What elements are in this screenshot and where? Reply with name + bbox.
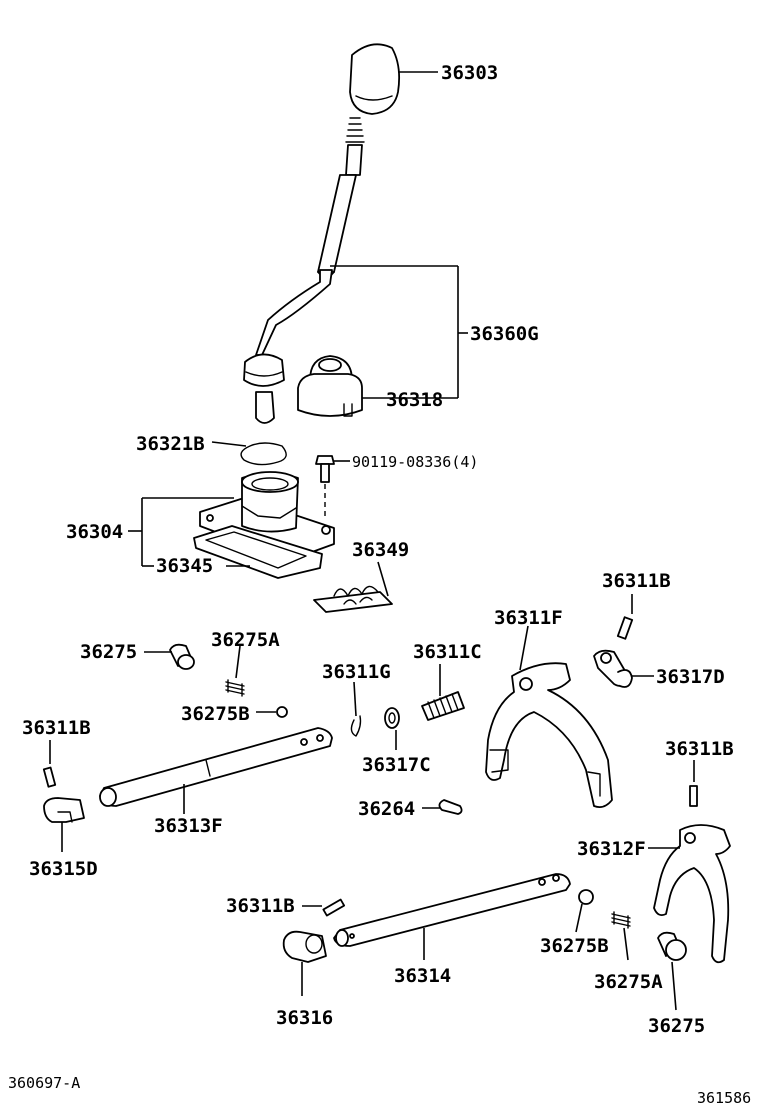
label-36317C: 36317C: [362, 754, 431, 776]
label-36315D: 36315D: [29, 858, 98, 880]
label-36264: 36264: [358, 798, 415, 820]
label-36316: 36316: [276, 1007, 333, 1029]
pin-bottom: [322, 898, 346, 917]
shift-head: [593, 649, 633, 688]
bolt: [315, 455, 335, 483]
washer: [384, 707, 400, 729]
plug-left: [169, 643, 195, 670]
shift-head-left: [43, 797, 85, 823]
label-36311F: 36311F: [494, 607, 563, 629]
spring-plate: [313, 585, 393, 613]
shift-lever: [243, 117, 365, 424]
label-36311B-left: 36311B: [22, 717, 91, 739]
label-36304: 36304: [66, 521, 123, 543]
label-36311C: 36311C: [413, 641, 482, 663]
page-code: 361586: [697, 1089, 751, 1107]
label-36360G: 36360G: [470, 323, 539, 345]
label-36349: 36349: [352, 539, 409, 561]
label-36311B-right: 36311B: [665, 738, 734, 760]
label-90119: 90119-08336(4): [352, 453, 478, 471]
pin-right: [689, 785, 698, 807]
diagram-code: 360697-A: [8, 1074, 80, 1092]
shift-fork-lower: [653, 824, 731, 964]
label-36275B-left: 36275B: [181, 703, 250, 725]
label-36275A-right: 36275A: [594, 971, 663, 993]
label-36311G: 36311G: [322, 661, 391, 683]
shift-head-bottom: [282, 930, 327, 963]
label-36275A-left: 36275A: [211, 629, 280, 651]
label-36312F: 36312F: [577, 838, 646, 860]
shift-shaft-lower: [333, 873, 571, 947]
shift-boot: [297, 355, 363, 417]
label-36311B-top: 36311B: [602, 570, 671, 592]
plug-right: [657, 931, 687, 961]
label-36314: 36314: [394, 965, 451, 987]
ball-left: [276, 706, 288, 718]
interlock-pin: [438, 799, 463, 815]
shift-knob: [349, 43, 401, 115]
shift-shaft-upper: [99, 727, 333, 807]
label-36345: 36345: [156, 555, 213, 577]
label-36317D: 36317D: [656, 666, 725, 688]
label-36321B: 36321B: [136, 433, 205, 455]
shift-fork-upper: [485, 662, 613, 809]
label-36275-right: 36275: [648, 1015, 705, 1037]
label-36311B-bottom: 36311B: [226, 895, 295, 917]
label-36318: 36318: [386, 389, 443, 411]
spring-left: [225, 679, 245, 697]
clip: [350, 715, 362, 737]
ball-right: [578, 889, 594, 905]
lever-housing: [199, 471, 335, 561]
coil-spring: [421, 691, 465, 721]
pin-left: [42, 766, 57, 788]
gasket: [193, 525, 323, 579]
label-36275B-right: 36275B: [540, 935, 609, 957]
label-36303: 36303: [441, 62, 498, 84]
label-36275-left: 36275: [80, 641, 137, 663]
spring-right: [611, 911, 631, 929]
pin-top: [616, 616, 634, 640]
snap-ring: [240, 442, 287, 466]
label-36313F: 36313F: [154, 815, 223, 837]
